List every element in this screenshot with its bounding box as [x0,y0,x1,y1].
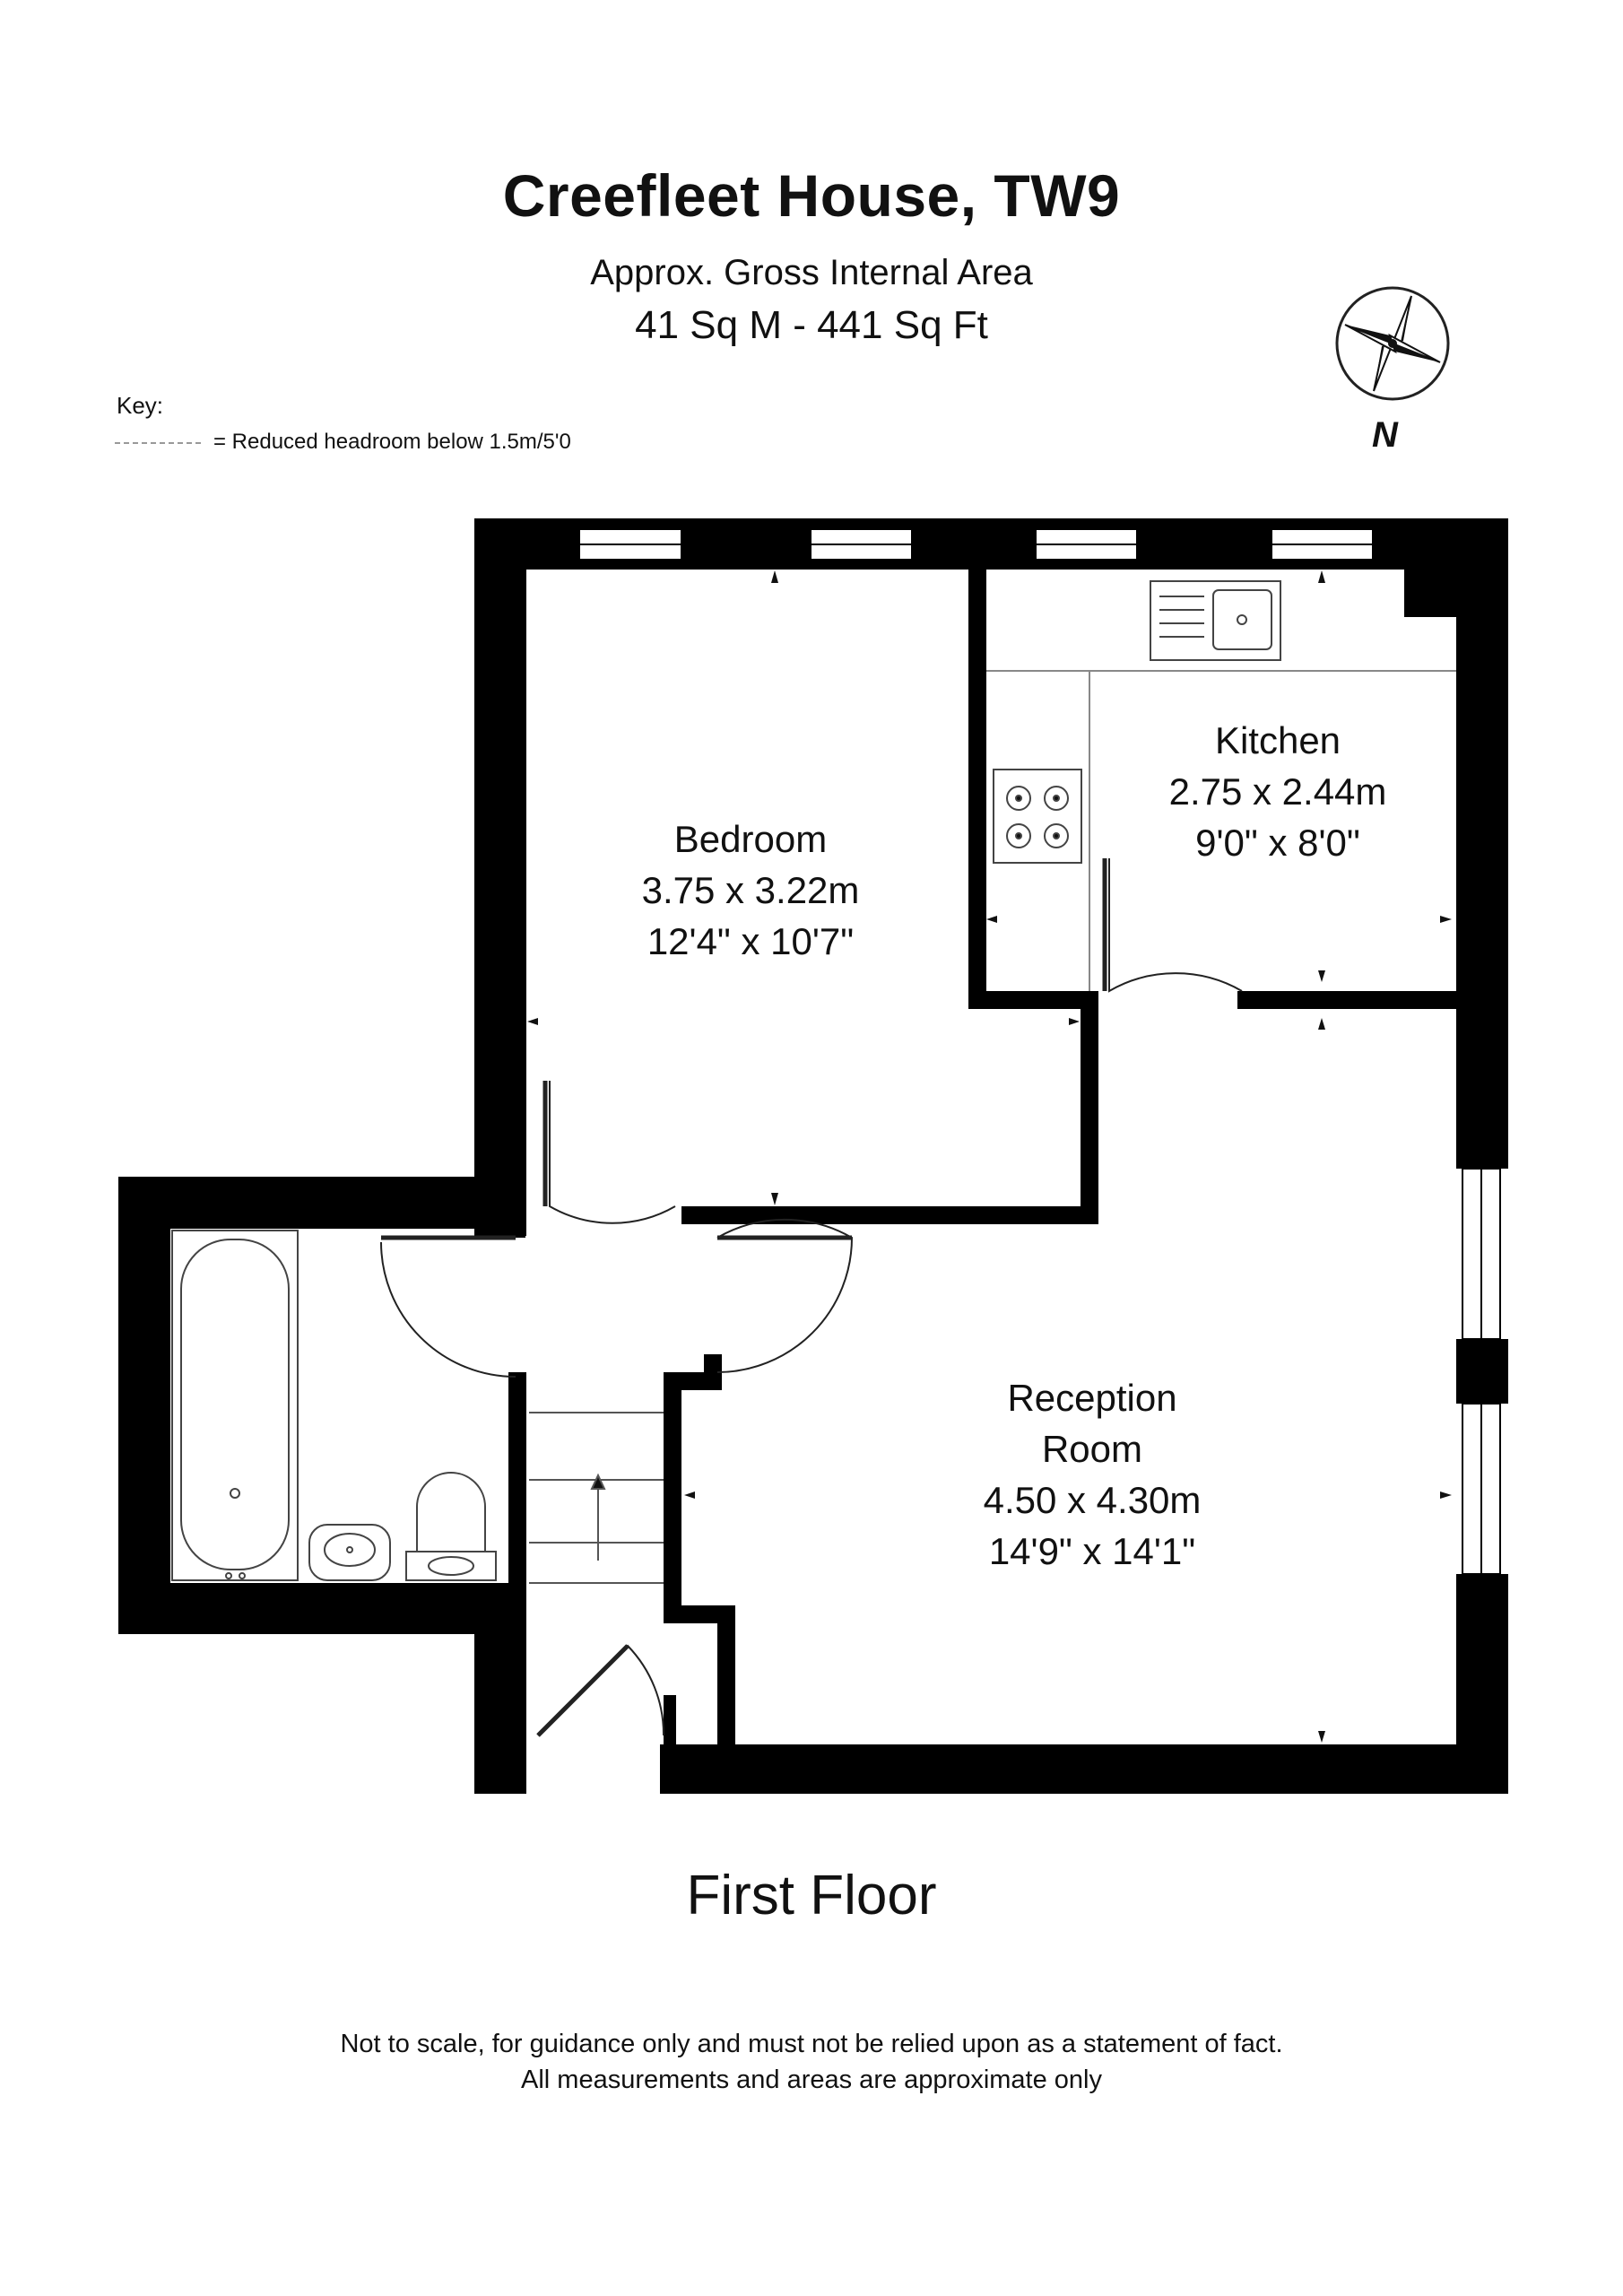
stairs [529,1412,664,1584]
area-label: Approx. Gross Internal Area [590,253,1033,292]
plan-title: Creefleet House, TW9 [502,162,1121,229]
toilet-icon [405,1472,497,1581]
bath-icon [171,1230,299,1581]
room-reception: Reception Room 4.50 x 4.30m 14'9" x 14'1… [984,1377,1202,1572]
reception-imperial: 14'9" x 14'1" [989,1530,1195,1572]
walls [118,518,1508,1794]
basin-icon [308,1524,391,1581]
door-swings [380,858,1243,1737]
reception-name-line2: Room [1042,1428,1142,1470]
area-value: 41 Sq M - 441 Sq Ft [635,303,988,347]
key-label: Key: [117,392,164,419]
north-label: N [1372,415,1399,455]
disclaimer-line1: Not to scale, for guidance only and must… [340,2030,1283,2058]
kitchen-name: Kitchen [1215,719,1341,761]
kitchen-counter [986,670,1456,991]
key-entry-text: = Reduced headroom below 1.5m/5'0 [213,430,571,454]
disclaimer-line2: All measurements and areas are approxima… [521,2066,1102,2094]
room-bedroom: Bedroom 3.75 x 3.22m 12'4" x 10'7" [642,818,860,962]
kitchen-imperial: 9'0" x 8'0" [1195,822,1360,864]
reception-name-line1: Reception [1007,1377,1176,1419]
measurement-markers [527,570,1452,1743]
north-compass-icon [1335,286,1450,401]
hob-icon [993,769,1082,864]
bedroom-imperial: 12'4" x 10'7" [647,920,854,962]
bedroom-name: Bedroom [674,818,827,860]
room-kitchen: Kitchen 2.75 x 2.44m 9'0" x 8'0" [1169,719,1387,864]
kitchen-metric: 2.75 x 2.44m [1169,770,1387,813]
sink-icon [1150,580,1281,661]
windows [578,528,1501,1575]
reduced-headroom-line-sample [115,442,201,444]
reception-metric: 4.50 x 4.30m [984,1479,1202,1521]
floor-label: First Floor [686,1865,937,1926]
bedroom-metric: 3.75 x 3.22m [642,869,860,911]
